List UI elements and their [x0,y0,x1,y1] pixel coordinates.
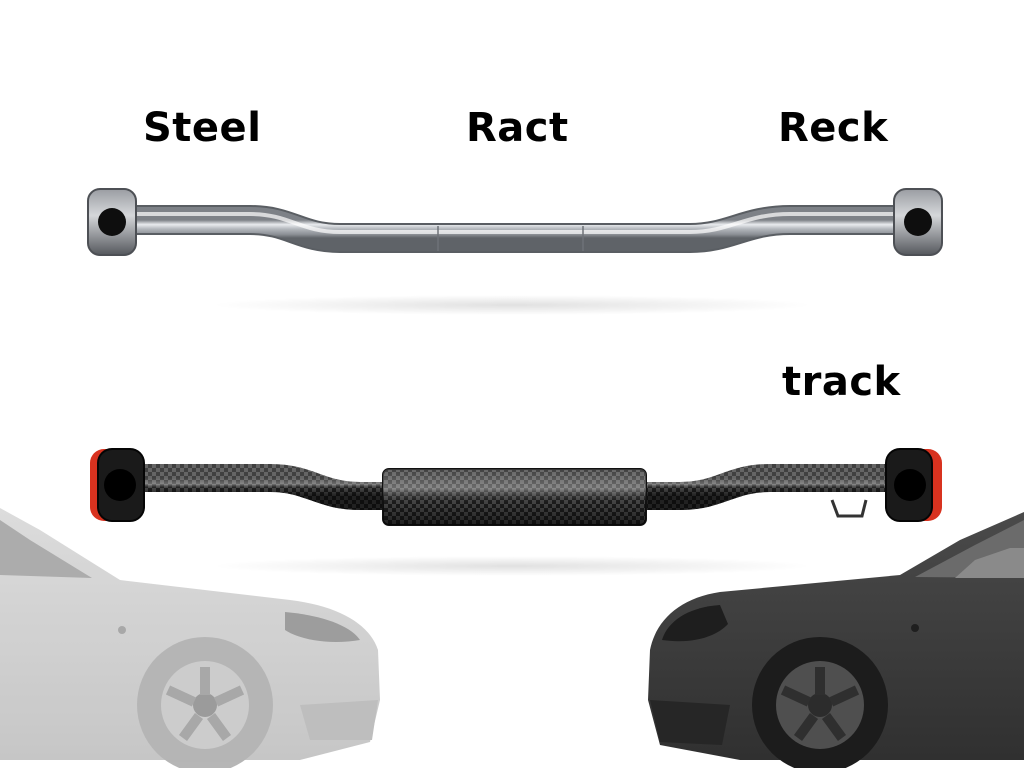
ract-label: Ract [466,105,569,151]
track-label: track [782,359,901,405]
steel-strut-bar-icon [87,188,943,315]
gray-car-front-icon [0,508,380,768]
dark-car-front-icon [648,512,1024,768]
reck-label: Reck [778,105,889,151]
steel-label: Steel [143,105,262,151]
carbon-strut-bar-icon [90,448,942,576]
